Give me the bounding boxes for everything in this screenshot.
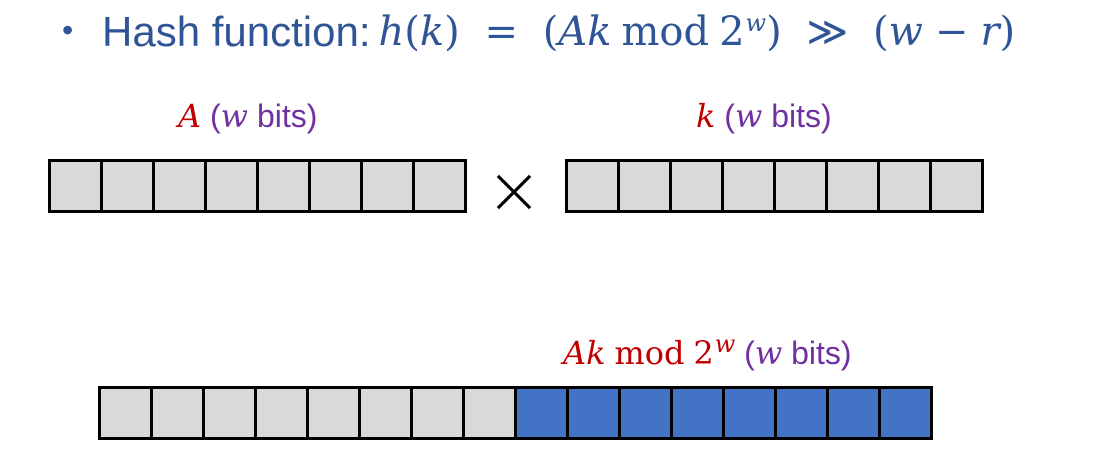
- product-high-bit-cell: [361, 389, 413, 437]
- product-high-bit-cell: [205, 389, 257, 437]
- product-low-bit-cell: [829, 389, 881, 437]
- A-bit-cell: [415, 162, 467, 210]
- k-bit-cell: [672, 162, 724, 210]
- result-width-label: Ak mod 2w (w bits): [563, 332, 852, 372]
- A-bit-cell: [103, 162, 155, 210]
- formula-close: ): [444, 9, 460, 55]
- product-high-bit-cell: [413, 389, 465, 437]
- formula-rparen: ): [766, 9, 782, 55]
- k-width-label: k (w bits): [696, 100, 832, 132]
- product-high-bit-cell: [153, 389, 205, 437]
- k-bit-cell: [828, 162, 880, 210]
- k-symbol: k: [696, 97, 716, 135]
- result-k-symbol: k: [586, 334, 606, 372]
- multiply-icon: [496, 174, 532, 210]
- formula-equals: =: [484, 9, 518, 55]
- product-low-bit-cell: [881, 389, 933, 437]
- A-symbol: A: [178, 97, 202, 135]
- A-bit-cell: [311, 162, 363, 210]
- result-A-symbol: A: [563, 334, 587, 372]
- result-width-annotation: (w bits): [744, 334, 852, 372]
- bullet-icon: •: [62, 12, 74, 48]
- k-bit-cell: [932, 162, 984, 210]
- formula-k: k: [419, 9, 445, 55]
- product-low-bit-cell: [725, 389, 777, 437]
- formula-right-shift: ≫: [806, 9, 849, 55]
- product-high-bit-cell: [465, 389, 517, 437]
- formula-open: (: [404, 9, 420, 55]
- product-high-bit-cell: [309, 389, 361, 437]
- formula-w-superscript: w: [745, 8, 767, 37]
- formula-minus: −: [934, 9, 969, 55]
- k-bit-cell: [880, 162, 932, 210]
- k-bit-cell: [620, 162, 672, 210]
- product-high-bit-cell: [257, 389, 309, 437]
- formula-rparen-2: ): [999, 9, 1016, 55]
- A-bit-cell: [155, 162, 207, 210]
- formula-w: w: [888, 9, 923, 55]
- A-bit-cell: [363, 162, 415, 210]
- product-low-bit-cell: [673, 389, 725, 437]
- A-bit-cell: [207, 162, 259, 210]
- product-high-bit-cell: [101, 389, 153, 437]
- k-bit-cell: [724, 162, 776, 210]
- formula-lparen-2: (: [872, 9, 889, 55]
- formula-r: r: [980, 9, 1000, 55]
- k-bit-cell: [776, 162, 828, 210]
- A-width-annotation: (w bits): [210, 97, 318, 135]
- product-low-bit-cell: [777, 389, 829, 437]
- formula-h: h: [378, 9, 405, 55]
- product-low-bit-cell: [569, 389, 621, 437]
- formula-A: A: [558, 9, 588, 55]
- A-bit-array: [48, 159, 467, 213]
- k-bit-cell: [568, 162, 620, 210]
- formula-k2: k: [587, 9, 612, 55]
- k-width-annotation: (w bits): [724, 97, 832, 135]
- formula-mod: mod: [621, 9, 710, 55]
- formula-two: 2: [719, 9, 745, 55]
- result-mod: mod: [614, 334, 685, 372]
- product-bit-array: [98, 386, 933, 440]
- k-bit-array: [565, 159, 984, 213]
- A-bit-cell: [259, 162, 311, 210]
- headline-label: Hash function:: [102, 8, 371, 55]
- formula-lparen: (: [542, 9, 559, 55]
- A-width-label: A (w bits): [178, 100, 317, 132]
- A-bit-cell: [51, 162, 103, 210]
- result-two: 2: [693, 334, 714, 372]
- product-low-bit-cell: [621, 389, 673, 437]
- product-low-bit-cell: [517, 389, 569, 437]
- result-w-superscript: w: [714, 330, 736, 359]
